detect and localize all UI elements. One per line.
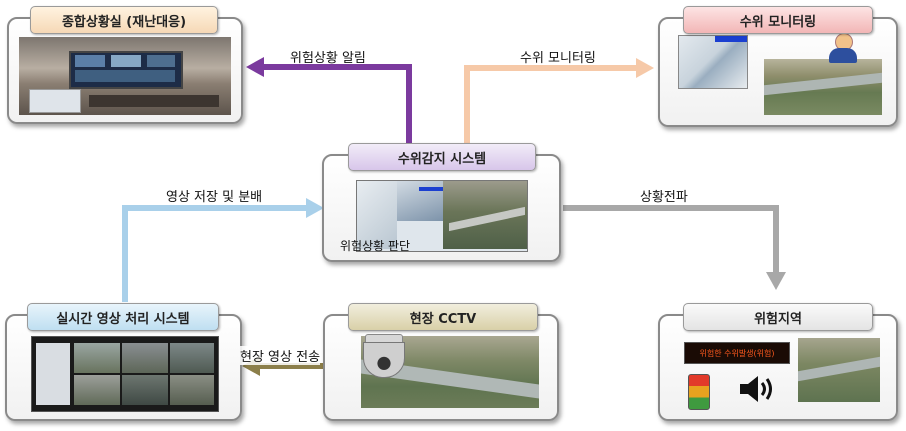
- water-monitoring-text: 수위 모니터링: [520, 51, 596, 66]
- propagation-text: 상황전파: [640, 190, 688, 205]
- cctv-panel: [323, 314, 559, 421]
- danger-alert-text: 위험상황 알림: [290, 51, 366, 66]
- monitor-river-image: [764, 59, 882, 115]
- cctv-camera-icon: [359, 332, 405, 380]
- realtime-panel: [5, 314, 242, 421]
- video-store-arrowhead: [306, 198, 324, 218]
- realtime-screen-image: [31, 336, 219, 412]
- realtime-label: 실시간 영상 처리 시스템: [27, 303, 219, 331]
- danger-area-label: 위험지역: [683, 303, 873, 331]
- danger-area-panel: 위험한 수위발생(위험): [658, 314, 898, 421]
- warning-light-icon: [688, 374, 710, 410]
- video-store-text: 영상 저장 및 분배: [166, 190, 263, 205]
- system-screen-image: [356, 180, 528, 252]
- operator-avatar: [826, 33, 860, 63]
- propagation-arrow: [563, 205, 779, 274]
- danger-alert-arrow: [262, 64, 412, 150]
- water-monitoring-arrow: [464, 65, 638, 150]
- control-room-image: [19, 37, 231, 115]
- propagation-arrowhead: [766, 272, 786, 290]
- water-monitor-label: 수위 모니터링: [683, 6, 873, 34]
- water-monitoring-arrowhead: [636, 58, 654, 78]
- control-room-label: 종합상황실 (재난대응): [30, 6, 218, 34]
- danger-river-image: [798, 338, 880, 402]
- monitor-map-image: [678, 35, 748, 89]
- send-video-text: 현장 영상 전송: [240, 346, 321, 365]
- control-room-panel: [7, 17, 243, 124]
- system-judgement-text: 위험상황 판단: [340, 239, 411, 253]
- speaker-icon: [738, 374, 778, 404]
- danger-alert-arrowhead: [246, 57, 264, 77]
- warning-sign-board: 위험한 수위발생(위험): [684, 342, 790, 364]
- water-system-panel: 위험상황 판단: [322, 154, 561, 262]
- water-system-label: 수위감지 시스템: [348, 143, 536, 171]
- video-store-arrow: [122, 205, 308, 302]
- cctv-label: 현장 CCTV: [348, 303, 538, 331]
- water-monitor-panel: [658, 17, 898, 127]
